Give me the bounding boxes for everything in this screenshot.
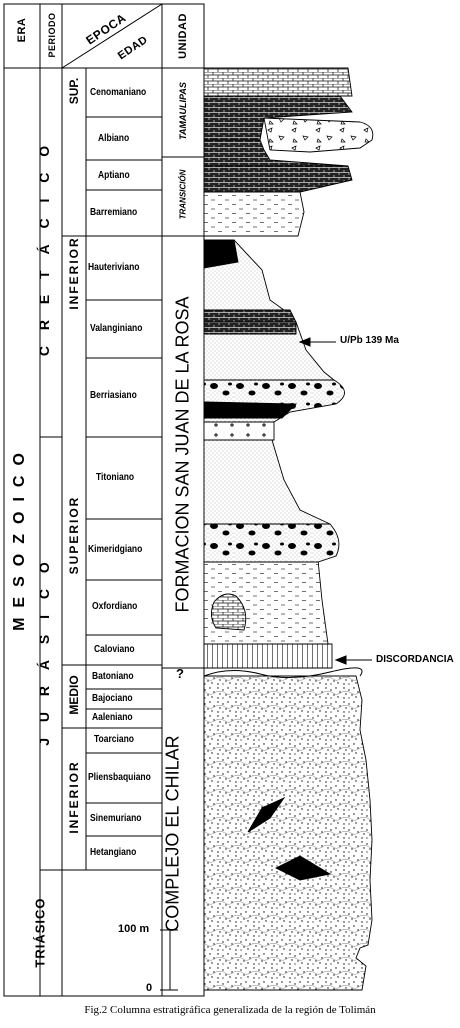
epoch-medio-jurassic: MEDIO: [67, 675, 81, 715]
period-cretacico: C R E T Á C I C O: [36, 139, 52, 357]
period-jurasico: J U R Á S I C O: [36, 556, 52, 746]
stage-label: Albiano: [98, 133, 130, 144]
stage-label: Aaleniano: [92, 712, 133, 723]
stage-label: Bajociano: [92, 693, 133, 704]
stage-label: Toarciano: [94, 734, 134, 745]
stage-label: Berriasiano: [90, 390, 137, 401]
stage-label: Aptiano: [98, 170, 130, 181]
stage-label: Oxfordiano: [92, 601, 138, 612]
unit-transicion: TRANSICIÓN: [178, 169, 188, 220]
stage-label: Kimeridgiano: [88, 544, 143, 555]
chart-table-grid: [3, 3, 205, 997]
stage-label: Sinemuriano: [90, 813, 142, 824]
stage-label: Valanginiano: [90, 323, 143, 334]
annotation-discordancia: DISCORDANCIA: [376, 654, 454, 665]
annotation-marks: [160, 337, 372, 991]
scale-label-0: 0: [146, 982, 153, 994]
era-mesozoico: MESOZOICO: [11, 443, 28, 631]
header-era: ERA: [16, 17, 28, 43]
epoch-superior-cretaceous: SUP.: [67, 77, 81, 105]
stage-label: Pliensbaquiano: [88, 772, 151, 783]
lithology-column: [203, 67, 374, 991]
stage-label: Hetangiano: [90, 847, 137, 858]
epoch-inferior-cretaceous: INFERIOR: [67, 236, 81, 310]
scale-label-100m: 100 m: [118, 923, 150, 935]
stage-label: Caloviano: [94, 644, 135, 655]
unit-san-juan-de-la-rosa: FORMACION SAN JUAN DE LA ROSA: [172, 296, 193, 613]
stage-label: Cenomaniano: [90, 87, 147, 98]
period-triasico: TRIÁSICO: [32, 897, 48, 968]
chilar-basement: [203, 675, 373, 991]
header-unidad: UNIDAD: [177, 13, 189, 59]
annotation-question-mark: ?: [176, 666, 184, 681]
annotation-upb-date: U/Pb 139 Ma: [340, 335, 399, 346]
header-periodo: PERIODO: [47, 12, 57, 58]
epoch-inferior-jurassic: INFERIOR: [67, 760, 81, 834]
unit-el-chilar: COMPLEJO EL CHILAR: [162, 735, 183, 932]
stage-label: Hauteriviano: [88, 262, 140, 273]
figure-caption: Fig.2 Columna estratigráfica generalizad…: [84, 1004, 376, 1016]
stage-label: Barremiano: [90, 207, 138, 218]
stage-label: Titoniano: [96, 472, 135, 483]
unit-tamaulipas: TAMAULIPAS: [178, 82, 188, 140]
stage-label: Batoniano: [92, 671, 134, 682]
epoch-superior-jurassic: SUPERIOR: [67, 495, 81, 575]
